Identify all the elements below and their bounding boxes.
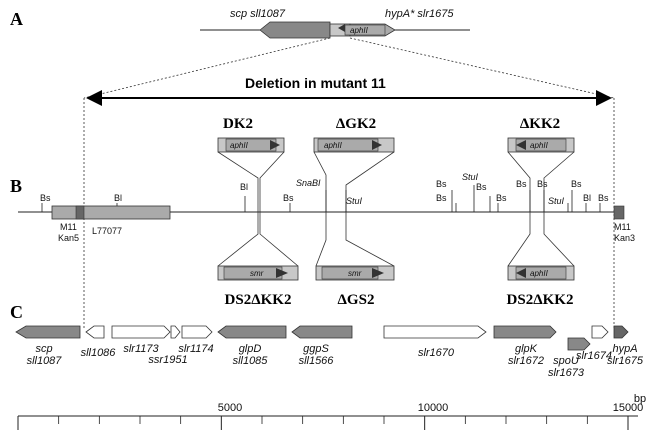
gene-label-spou: spoU	[553, 355, 579, 367]
gene-label-hypa: hypA	[612, 343, 637, 355]
marker-m11-left: M11	[60, 222, 77, 232]
scale-tick-5000: 5000	[218, 402, 242, 414]
gene-label-ggps: ggpS	[303, 343, 329, 355]
site-stui-2: StuI	[462, 172, 479, 182]
panel-a-scp-gene	[259, 21, 331, 39]
scale-unit: bp	[634, 393, 646, 405]
top-cassette-2-label: aphII	[324, 141, 343, 150]
site-stui-3: StuI	[548, 196, 565, 206]
gene-arrow-ssr1951	[170, 325, 181, 339]
site-bl-2: Bl	[240, 182, 248, 192]
m11-kan3-block	[613, 205, 625, 220]
site-bs-8: Bs	[537, 179, 548, 189]
gene-arrow-sll1086	[85, 325, 105, 339]
gene-arrow-slr1670	[383, 325, 487, 339]
m11-kan5-block	[75, 205, 85, 220]
insertion-label-dgk2: ΔGK2	[336, 116, 376, 132]
gene-label-slr1674: slr1674	[576, 350, 612, 362]
l77077-block	[51, 205, 171, 220]
gene-arrow-glpd	[217, 325, 287, 339]
site-snabi: SnaBI	[296, 178, 321, 188]
site-bs-10: Bs	[598, 193, 609, 203]
top-cassette-3-label: aphII	[530, 141, 549, 150]
panel-b-label: B	[10, 176, 22, 196]
bottom-cassette-2: smr	[315, 265, 395, 281]
gene-label-sll1086: sll1086	[81, 347, 117, 359]
funnel-top-1	[217, 151, 285, 212]
gene-label-scp: scp	[35, 343, 52, 355]
top-cassette-3: aphII	[507, 137, 575, 153]
bottom-cassette-1: smr	[217, 265, 299, 281]
bottom-cassette-3-label: aphII	[530, 269, 549, 278]
site-bs-9: Bs	[571, 179, 582, 189]
top-cassette-1-label: aphII	[230, 141, 249, 150]
insertion-label-ds2dkk2-2: DS2ΔKK2	[507, 292, 574, 308]
insertion-label-dkk2: ΔKK2	[520, 116, 560, 132]
gene-label-ssr1951: ssr1951	[148, 354, 187, 366]
top-cassette-2: aphII	[313, 137, 395, 153]
gene-sub-scp: sll1087	[27, 355, 63, 367]
site-bs-2: Bs	[283, 193, 294, 203]
site-bs-3: Bs	[436, 179, 447, 189]
projection-line-right	[349, 37, 615, 99]
funnel-bottom-2	[315, 212, 395, 267]
marker-l77077: L77077	[92, 226, 122, 236]
gene-sub-glpk: slr1672	[508, 355, 544, 367]
site-bs-4: Bs	[436, 193, 447, 203]
panel-c-label: C	[10, 302, 23, 322]
bottom-cassette-1-label: smr	[250, 269, 264, 278]
marker-m11-right: M11	[614, 222, 631, 232]
deletion-label: Deletion in mutant 11	[245, 75, 386, 91]
gene-label-slr1670: slr1670	[418, 347, 455, 359]
scale-bar: 5000 10000 15000 bp	[17, 393, 646, 430]
panel-a-hypa-label: hypA* slr1675	[385, 8, 454, 20]
top-cassette-1: aphII	[217, 137, 285, 153]
gene-label-slr1173: slr1173	[123, 343, 159, 355]
restriction-ticks	[41, 185, 601, 212]
gene-label-slr1174: slr1174	[178, 343, 213, 355]
gene-arrow-slr1674	[591, 325, 609, 339]
panel-a-cassette-arrow-icon	[338, 24, 345, 32]
gene-arrow-slr1173	[111, 325, 171, 339]
marker-kan3: Kan3	[614, 233, 635, 243]
gene-arrow-ggps	[291, 325, 353, 339]
bottom-cassette-3: aphII	[507, 265, 575, 281]
panel-a-label: A	[10, 9, 23, 29]
site-bs-5: Bs	[476, 182, 487, 192]
gene-label-glpk: glpK	[515, 343, 538, 355]
insertion-label-dgs2: ΔGS2	[338, 292, 375, 308]
scale-tick-10000: 10000	[418, 402, 449, 414]
bottom-cassette-2-label: smr	[348, 269, 362, 278]
funnel-bottom-3	[507, 212, 575, 267]
funnel-bottom-1	[217, 212, 299, 267]
scale-tick-15000: 15000	[613, 402, 644, 414]
gene-sub-spou: slr1673	[548, 367, 585, 379]
gene-arrow-hypa	[613, 325, 629, 339]
panel-a-scp-label: scp sll1087	[230, 8, 286, 20]
panel-a-cassette-label: aphII	[350, 26, 369, 35]
site-bs-7: Bs	[516, 179, 527, 189]
gene-sub-hypa: slr1675	[607, 355, 644, 367]
marker-kan5: Kan5	[58, 233, 79, 243]
gene-label-glpd: glpD	[239, 343, 262, 355]
site-bs-6: Bs	[496, 193, 507, 203]
gene-arrow-spou	[567, 337, 591, 351]
insertion-label-dk2: DK2	[223, 116, 253, 132]
gene-arrow-scp	[15, 325, 81, 339]
gene-arrow-slr1174	[181, 325, 213, 339]
gene-sub-ggps: sll1566	[299, 355, 335, 367]
site-bs-1: Bs	[40, 193, 51, 203]
gene-arrow-glpk	[493, 325, 557, 339]
gene-sub-glpd: sll1085	[233, 355, 269, 367]
insertion-label-ds2dkk2-1: DS2ΔKK2	[225, 292, 292, 308]
site-bl-3: Bl	[583, 193, 591, 203]
site-bl-1: Bl	[114, 193, 122, 203]
site-stui-1: StuI	[346, 196, 363, 206]
